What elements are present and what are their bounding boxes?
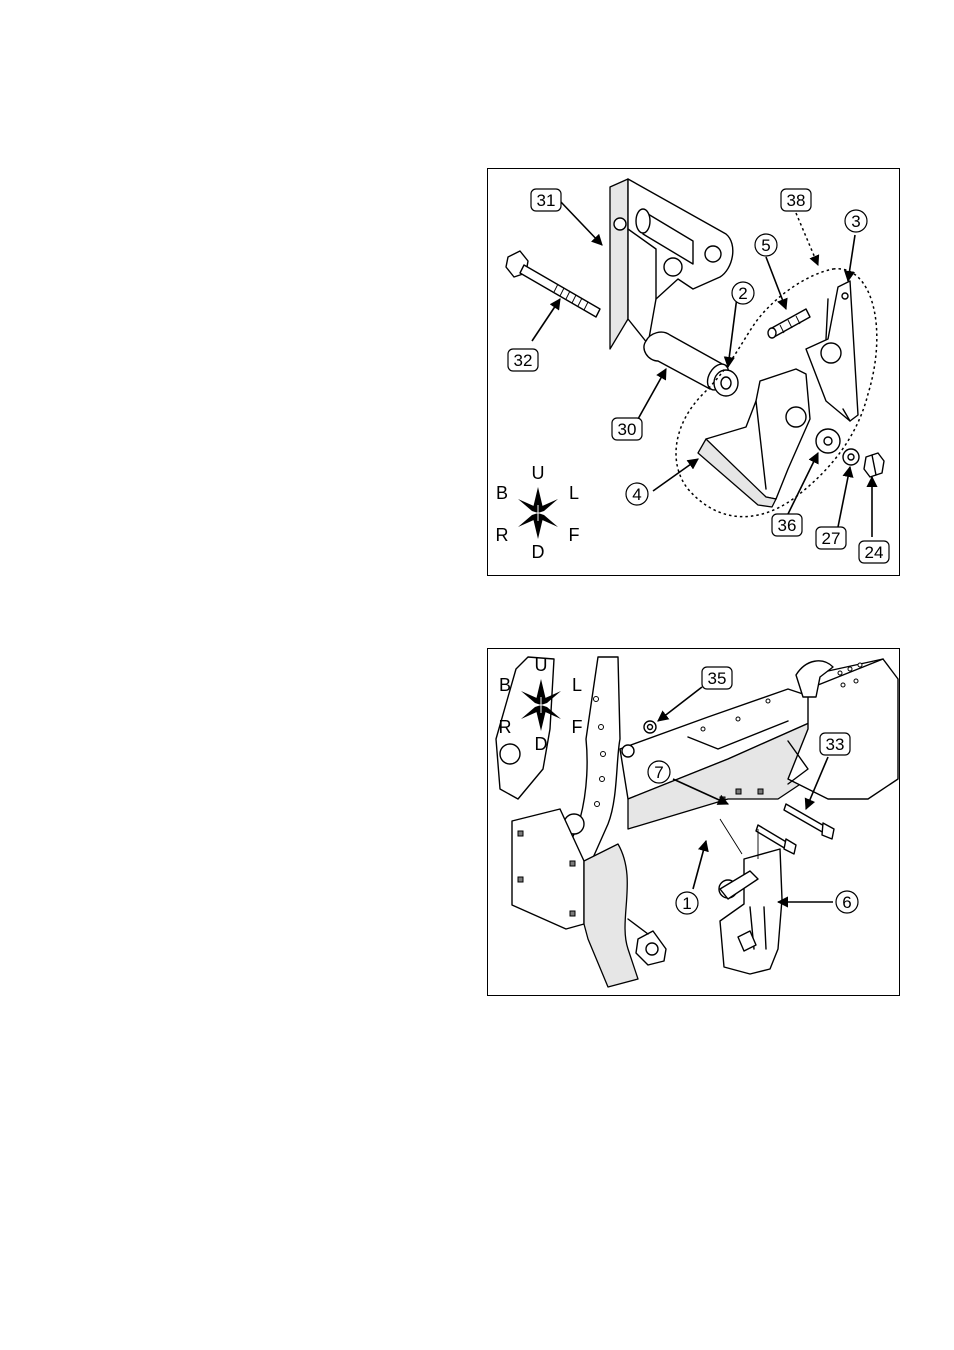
washer-part (714, 370, 738, 396)
callout-2: 2 (732, 282, 754, 304)
compass-front-label: F (572, 717, 583, 737)
bolt-part (506, 251, 600, 317)
compass-back-label: B (499, 675, 511, 695)
callout-36: 36 (772, 514, 802, 536)
compass-up-label: U (535, 655, 548, 675)
callout-6: 6 (836, 891, 858, 913)
svg-text:24: 24 (865, 543, 884, 562)
svg-text:6: 6 (842, 893, 851, 912)
callout-27: 27 (816, 527, 846, 549)
svg-text:31: 31 (537, 191, 556, 210)
large-washer-part (816, 429, 840, 453)
callout-32: 32 (508, 349, 538, 371)
side-plate-part (806, 281, 858, 421)
direction-compass: U B L R F D (496, 463, 580, 562)
callout-30: 30 (612, 418, 642, 440)
compass-left-label: L (572, 675, 582, 695)
callout-5: 5 (755, 234, 777, 256)
lower-linkage-part (628, 919, 666, 965)
callout-38: 38 (781, 189, 811, 211)
hex-nut-part (864, 453, 884, 477)
svg-text:5: 5 (761, 236, 770, 255)
lock-washer-part (843, 449, 859, 465)
exploded-assembly-figure: 31 38 3 5 2 32 30 4 (487, 168, 900, 576)
svg-text:3: 3 (851, 212, 860, 231)
mounting-bracket-part (610, 179, 733, 349)
svg-text:4: 4 (632, 485, 641, 504)
compass-down-label: D (532, 542, 545, 562)
callout-33: 33 (820, 733, 850, 755)
svg-text:38: 38 (787, 191, 806, 210)
callout-3: 3 (845, 210, 867, 232)
svg-text:30: 30 (618, 420, 637, 439)
callout-24: 24 (859, 541, 889, 563)
callout-7: 7 (648, 761, 670, 783)
svg-text:7: 7 (654, 763, 663, 782)
compass-left-label: L (569, 483, 579, 503)
callout-31: 31 (531, 189, 561, 211)
svg-text:1: 1 (682, 894, 691, 913)
bolt-part (756, 804, 834, 854)
spring-pin-part (768, 309, 810, 338)
alignment-lines (720, 819, 758, 859)
support-bracket-part (719, 849, 782, 974)
svg-text:2: 2 (738, 284, 747, 303)
callout-1: 1 (676, 892, 698, 914)
svg-text:35: 35 (708, 669, 727, 688)
compass-front-label: F (569, 525, 580, 545)
installation-view-drawing: 35 33 7 1 6 U B L (488, 649, 899, 995)
callout-35: 35 (702, 667, 732, 689)
svg-text:32: 32 (514, 351, 533, 370)
compass-up-label: U (532, 463, 545, 483)
compass-down-label: D (535, 734, 548, 754)
compass-right-label: R (499, 717, 512, 737)
svg-text:27: 27 (822, 529, 841, 548)
callout-4: 4 (626, 483, 648, 505)
installation-view-figure: 35 33 7 1 6 U B L (487, 648, 900, 996)
compass-right-label: R (496, 525, 509, 545)
compass-back-label: B (496, 483, 508, 503)
svg-text:36: 36 (778, 516, 797, 535)
svg-text:33: 33 (826, 735, 845, 754)
exploded-assembly-drawing: 31 38 3 5 2 32 30 4 (488, 169, 899, 575)
